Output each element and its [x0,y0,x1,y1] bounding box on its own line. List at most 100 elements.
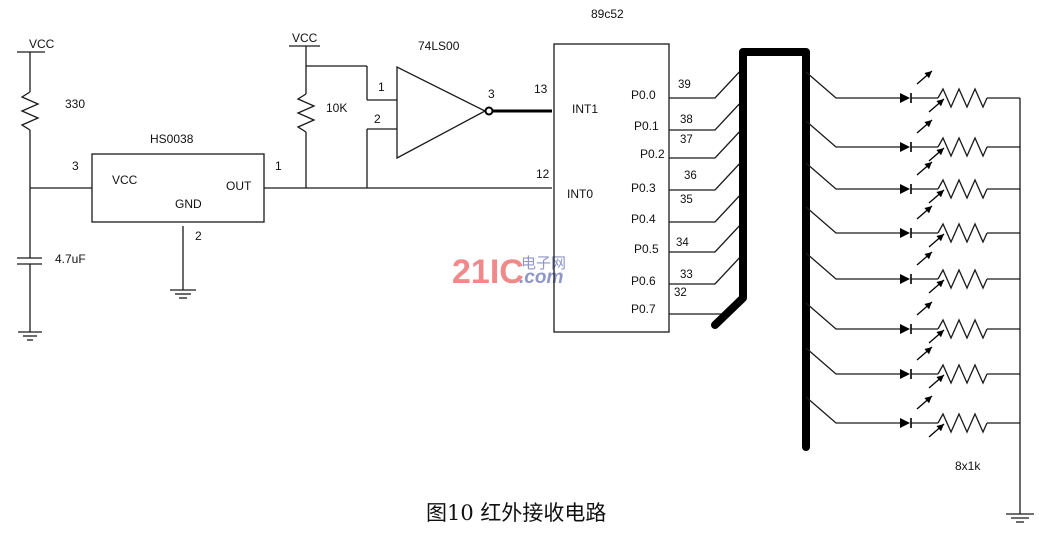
inverter-bubble [484,106,494,116]
gate-triangle [396,65,487,160]
ir-receiver-name: HS0038 [150,132,194,146]
left-supply-network: VCC 330 4.7uF [17,37,92,341]
port-wire [669,67,744,99]
light-arrow-head [936,190,944,198]
ground-icon [1006,513,1034,523]
led-row-wire [805,252,900,280]
led-row-wire [805,302,900,330]
led-common-return: 8x1k [955,98,1034,523]
light-arrow-head [924,162,932,170]
vcc-label-left: VCC [29,37,55,51]
light-arrow-head [924,71,932,79]
led-diode-icon [900,142,910,152]
port-label: P0.3 [631,181,656,195]
gate-name: 74LS00 [418,39,460,53]
led-row [805,70,1020,113]
port-label: P0.4 [631,212,656,226]
led-row-wire [805,71,900,99]
light-arrow-head [924,206,932,214]
resistor-330-label: 330 [65,97,85,111]
led-array [805,70,1020,438]
watermark: 21IC 电子网 .com [452,253,566,291]
light-arrow-head [936,280,944,288]
led-diode-icon [900,228,910,238]
port-pin-number: 39 [678,79,691,91]
watermark-chinese: 电子网 [521,254,566,272]
led-resistor-symbol [937,178,988,200]
led-resistor-symbol [937,87,988,109]
ir-receiver-hs0038: HS0038 3 VCC GND OUT 1 2 [72,132,282,299]
ir-receiver-vcc-label: VCC [112,173,138,187]
data-bus [711,48,810,451]
watermark-number: 21IC [452,253,524,291]
ir-receiver-pin3-number: 3 [72,159,79,173]
light-arrow-head [936,375,944,383]
led-resistor-symbol [937,412,988,434]
light-arrow-head [936,234,944,242]
mcu-int0-label: INT0 [567,187,593,201]
led-resistor-symbol [937,268,988,290]
mid-pullup-network: VCC 10K [264,31,552,189]
vcc-label-mid: VCC [292,31,318,45]
port-pin-number: 33 [680,269,693,281]
led-resistor-symbol [937,136,988,158]
port-pin-number: 32 [674,287,687,299]
ground-icon [18,331,42,341]
led-row-wire [805,347,900,375]
led-diode-icon [900,418,910,428]
led-row-wire [805,162,900,190]
port-label: P0.6 [631,274,656,288]
ground-icon [170,289,196,299]
light-arrow-head [924,302,932,310]
port-pin-number: 36 [684,170,697,182]
port-pin-number: 35 [680,194,693,206]
light-arrow-head [924,120,932,128]
port-label: P0.2 [640,147,665,161]
led-resistor-symbol [937,222,988,244]
mcu-int1-pin-number: 13 [534,82,548,96]
gate-pin1-number: 1 [378,80,385,94]
led-row-wire [805,120,900,148]
led-diode-icon [900,324,910,334]
light-arrow-head [924,396,932,404]
led-row [805,205,1020,248]
figure-caption: 图10 红外接收电路 [426,501,606,525]
port-label: P0.7 [631,302,656,316]
resistor-10k-label: 10K [326,101,347,115]
port-wire [669,253,744,285]
led-diode-icon [900,274,910,284]
gate-pin2-number: 2 [374,112,381,126]
led-row [805,346,1020,389]
led-row [805,119,1020,162]
port-wire [669,99,744,131]
watermark-domain: .com [519,267,563,288]
mcu-port-pins: P0.0 39 P0.1 38 P0.2 37 P0.3 36 P0.4 35 … [631,79,697,316]
mcu-int0-pin-number: 12 [536,167,550,181]
light-arrow-head [924,252,932,260]
led-diode-icon [900,369,910,379]
led-row [805,251,1020,294]
led-diode-icon [900,93,910,103]
led-resistor-symbol [937,363,988,385]
led-row [805,301,1020,344]
ir-receiver-pin1-number: 1 [275,159,282,173]
ir-receiver-out-label: OUT [226,179,252,193]
light-arrow-head [936,330,944,338]
ir-receiver-pin2-number: 2 [195,229,202,243]
port-label: P0.0 [631,88,656,102]
port-wire [669,191,744,223]
port-pin-number: 37 [680,134,693,146]
mcu-89c52: 89c52 13 INT1 12 INT0 P0.0 39 P0.1 38 P0… [534,7,744,333]
light-arrow-head [936,99,944,107]
light-arrow-head [936,424,944,432]
led-row-wire [805,396,900,424]
led-diode-icon [900,184,910,194]
ir-receiver-gnd-label: GND [175,197,202,211]
resistor-array-label: 8x1k [955,459,981,473]
led-row [805,161,1020,204]
port-wire [669,221,744,253]
gate-pin3-number: 3 [488,87,495,101]
mcu-body [553,43,670,333]
port-wire [669,127,744,159]
